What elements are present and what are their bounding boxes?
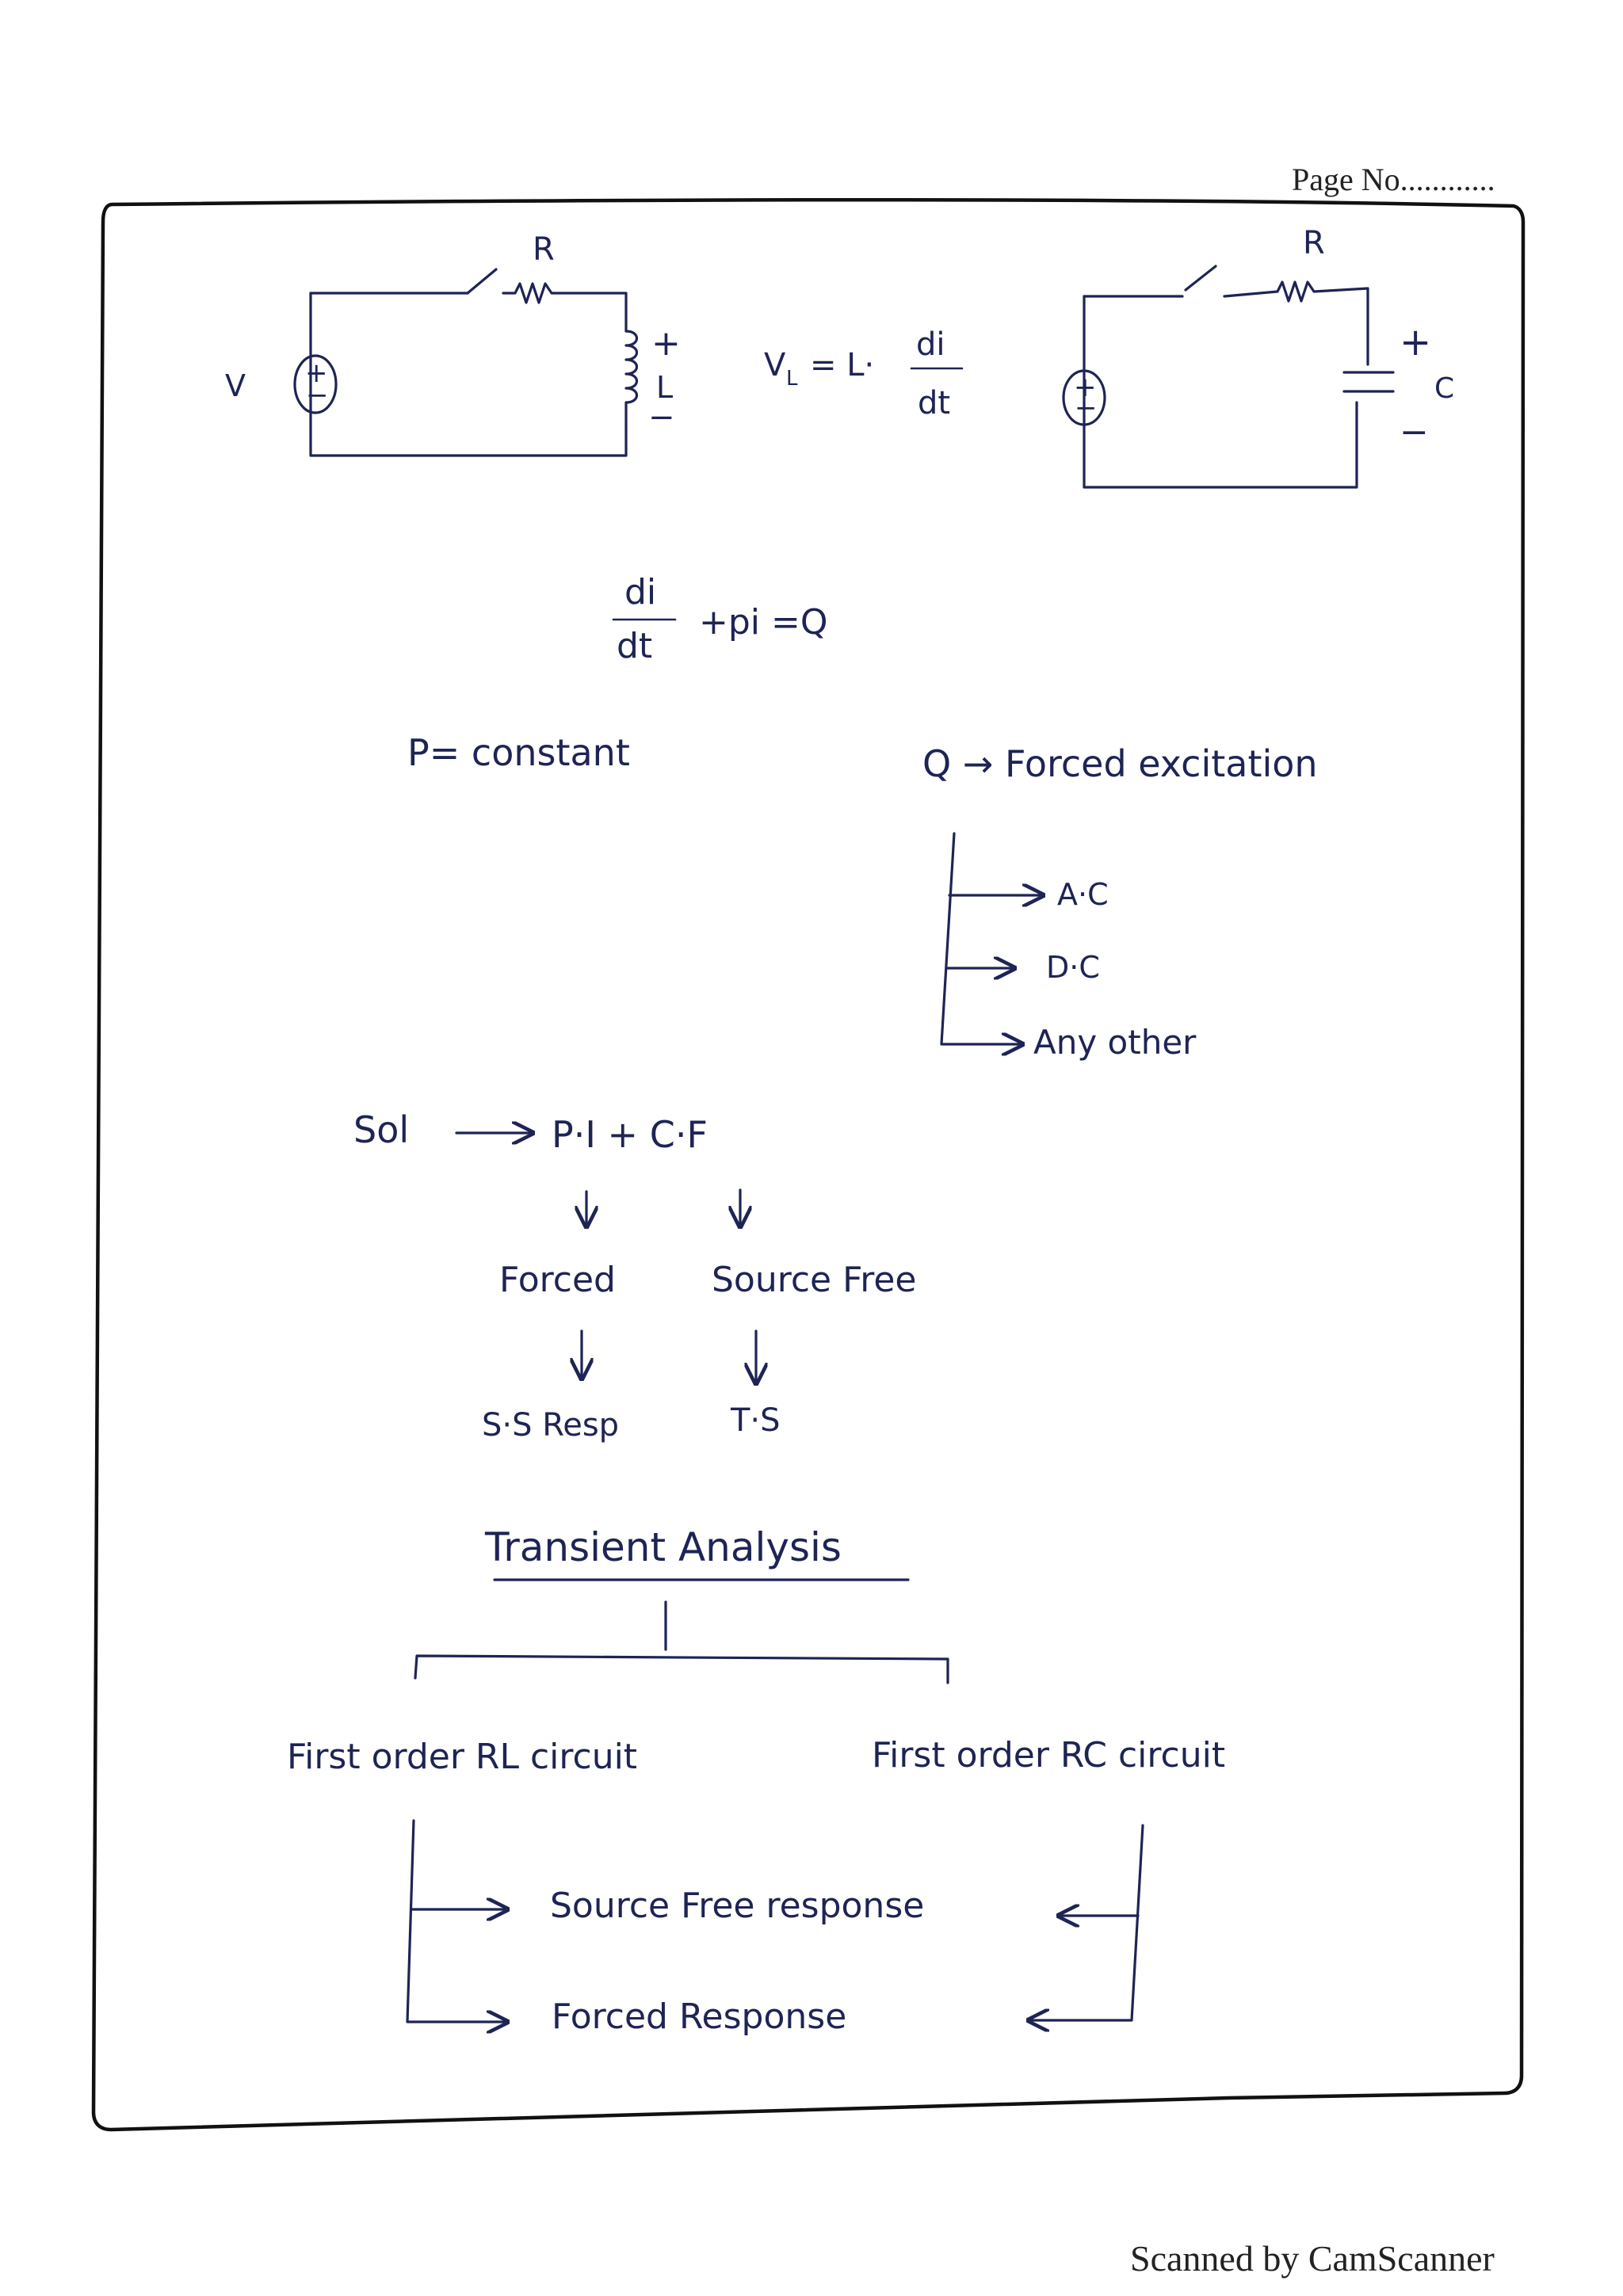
transient-rl-circuit: First order RL circuit <box>287 1737 637 1777</box>
rl-resistor-label: R <box>533 231 555 268</box>
transient-title: Transient Analysis <box>484 1524 842 1570</box>
vl-denominator: dt <box>918 385 950 421</box>
scanner-watermark: Scanned by CamScanner <box>1130 2238 1495 2279</box>
transient-analysis-tree: Transient Analysis First order RL circui… <box>287 1524 1225 1777</box>
rc-capacitor-label: C <box>1434 372 1454 405</box>
forced-response: Forced Response <box>552 1997 846 2037</box>
rl-inductor-minus: − <box>648 399 675 436</box>
inductor-voltage-equation: V L = L· di dt <box>764 326 964 421</box>
solution-transient: T·S <box>730 1402 781 1439</box>
rc-capacitor-plus: + <box>1400 320 1431 364</box>
rc-source-minus: − <box>1075 392 1098 424</box>
rc-circuit: + − R + C − <box>1062 225 1454 489</box>
p-constant-note: P= constant <box>407 731 630 774</box>
excitation-ac: A·C <box>1057 877 1109 912</box>
rl-source-minus: − <box>306 379 329 411</box>
de-numerator: di <box>624 572 656 612</box>
de-denominator: dt <box>617 626 652 666</box>
de-remainder: +pi =Q <box>699 602 828 643</box>
rl-voltage-source <box>293 354 338 414</box>
transient-rc-circuit: First order RC circuit <box>872 1735 1225 1775</box>
vl-symbol: V <box>764 347 786 383</box>
solution-source-free: Source Free <box>712 1260 916 1300</box>
solution-tree: Sol P·I + C·F Forced Source Free S·S Res… <box>353 1108 916 1444</box>
solution-forced: Forced <box>499 1260 616 1300</box>
differential-equation: di dt +pi =Q <box>612 572 828 666</box>
solution-label: Sol <box>353 1108 409 1151</box>
excitation-label: Q → Forced excitation <box>922 742 1318 785</box>
rl-source-plus: + <box>305 357 328 389</box>
rc-resistor-label: R <box>1303 225 1325 261</box>
excitation-tree: Q → Forced excitation A·C D·C Any other <box>922 742 1318 1062</box>
excitation-other: Any other <box>1033 1023 1197 1062</box>
vl-numerator: di <box>916 326 945 363</box>
page-border <box>91 197 1526 2132</box>
response-tree: Source Free response Forced Response <box>406 1819 1144 2037</box>
solution-expression: P·I + C·F <box>552 1113 708 1156</box>
rl-circuit: + − V R + L − <box>225 231 681 457</box>
rl-inductor-label: L <box>656 370 673 405</box>
solution-steady-state: S·S Resp <box>482 1407 619 1444</box>
rc-source-plus: + <box>1074 372 1097 403</box>
rc-capacitor-minus: − <box>1400 412 1429 452</box>
vl-subscript: L <box>786 367 798 391</box>
vl-equals-l: = L· <box>810 347 874 383</box>
source-free-response: Source Free response <box>550 1886 924 1926</box>
rl-inductor-plus: + <box>651 323 681 364</box>
excitation-dc: D·C <box>1046 950 1100 985</box>
page-number: Page No............ <box>1292 162 1495 197</box>
rl-source-label: V <box>225 368 246 403</box>
rc-voltage-source <box>1062 369 1106 426</box>
